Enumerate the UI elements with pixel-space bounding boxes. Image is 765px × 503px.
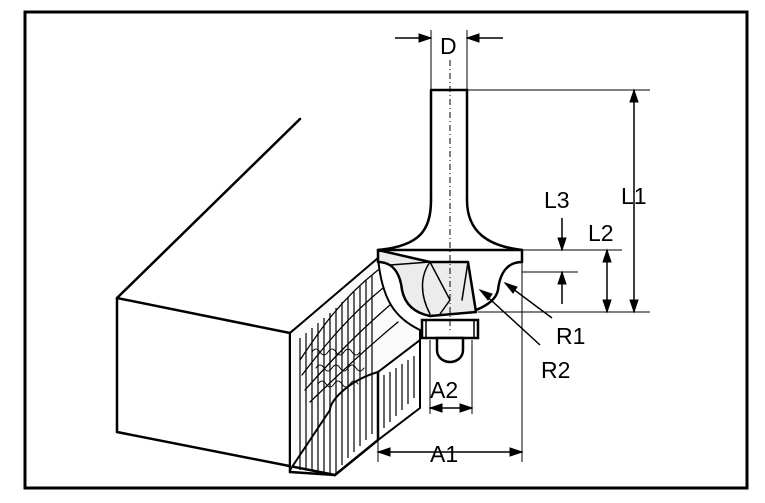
label-D: D <box>440 33 457 59</box>
label-L3: L3 <box>544 187 570 213</box>
router-bit <box>376 60 524 364</box>
label-A2: A2 <box>430 377 458 403</box>
label-R2: R2 <box>541 357 570 383</box>
workpiece <box>115 117 421 477</box>
label-A1: A1 <box>430 441 458 467</box>
label-R1: R1 <box>556 323 585 349</box>
label-L2: L2 <box>588 220 614 246</box>
label-L1: L1 <box>621 183 647 209</box>
dimensions <box>376 30 650 462</box>
